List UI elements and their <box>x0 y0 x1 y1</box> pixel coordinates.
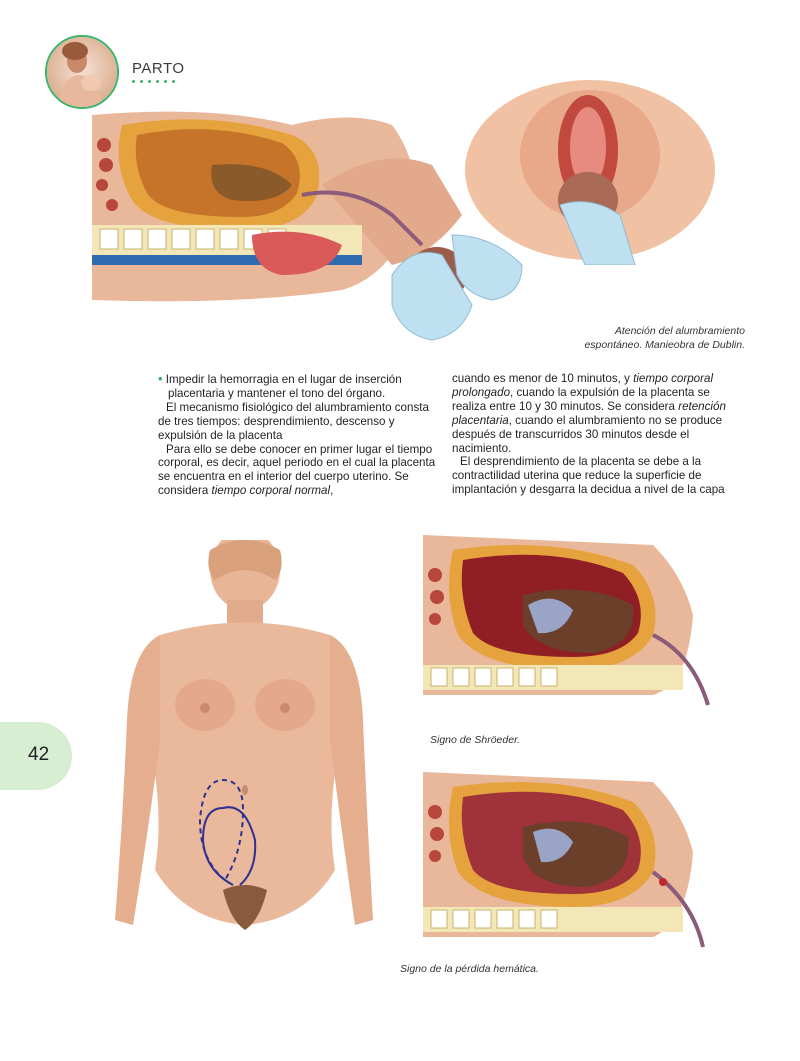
illustration-female-torso <box>105 540 380 970</box>
bullet-dot-icon: • <box>158 371 163 386</box>
paragraph: El mecanismo fisiológico del alumbramien… <box>158 400 429 442</box>
section-title-dots <box>132 80 175 83</box>
illustration-perineal-view <box>460 75 720 265</box>
paragraph: cuando es menor de 10 minutos, y tiempo … <box>452 372 726 455</box>
illustration-signo-shroeder <box>423 535 738 720</box>
text-column-left: • Impedir la hemorragia en el lugar de i… <box>158 372 438 498</box>
caption-perdida-hematica: Signo de la pérdida hemática. <box>400 963 539 975</box>
illustration-signo-perdida-hematica <box>423 772 738 962</box>
mother-baby-photo-icon <box>47 37 117 107</box>
illustration-dublin-maneuver <box>92 105 532 355</box>
paragraph: El desprendimiento de la placenta se deb… <box>452 455 725 497</box>
paragraph: Para ello se debe conocer en primer luga… <box>158 442 436 498</box>
section-badge <box>45 35 119 109</box>
section-title: PARTO <box>132 60 185 77</box>
caption-shroeder: Signo de Shröeder. <box>430 734 521 746</box>
bullet-paragraph-continuation: placentaria y mantener el tono del órgan… <box>168 386 386 400</box>
page-number: 42 <box>28 744 50 765</box>
bullet-paragraph: • Impedir la hemorragia en el lugar de i… <box>158 371 402 386</box>
text-column-right: cuando es menor de 10 minutos, y tiempo … <box>452 372 732 497</box>
page-number-tab <box>0 722 72 790</box>
caption-dublin: Atención del alumbramiento espontáneo. M… <box>584 325 745 351</box>
